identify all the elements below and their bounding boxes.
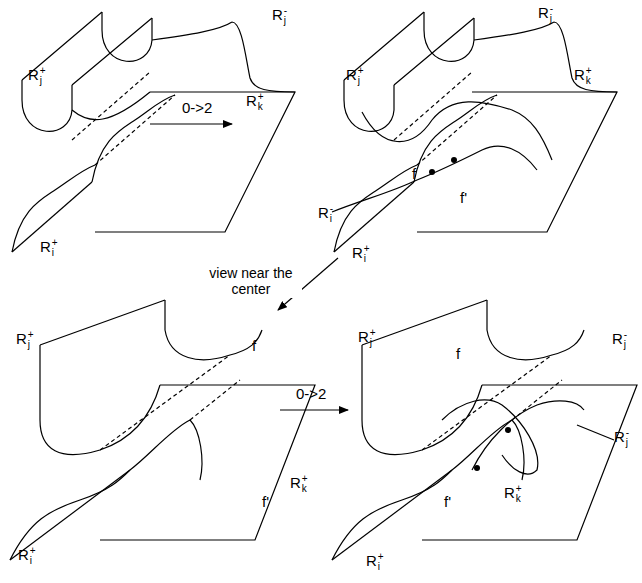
surface-label: R-j [612,330,627,350]
surface-label: R+i [352,244,370,264]
move-arrow [280,409,348,410]
move-label: 0->2 [296,386,326,401]
surface-label: R-j [272,6,287,26]
surface-label: R-i [318,204,333,224]
panel-top-left [12,12,295,252]
surface-label: R+k [290,474,308,494]
note-text: view near the center [200,264,302,298]
surface-label: R+j [28,66,46,86]
point-label: f [412,166,416,181]
surface-label: R+i [366,552,384,572]
point-label: f' [444,494,451,509]
surface-label: R+i [18,546,36,566]
move-arrow [150,123,232,124]
point-label: f' [460,190,467,205]
panel-top-right [332,12,617,252]
point-label: f [456,346,460,361]
surface-label: R+i [40,238,58,258]
point-label: f [252,338,256,353]
move-label: 0->2 [182,100,212,115]
surface-label: R+j [16,330,34,350]
surface-label: R+k [246,92,264,112]
surface-label: R+j [358,328,376,348]
surface-label: R+k [574,66,592,86]
panel-bottom-left [10,300,315,560]
surface-label: R+j [346,66,364,86]
surface-label: R-j [538,4,553,24]
surface-label: R+k [504,484,522,504]
panel-bottom-right [332,300,637,560]
surface-label: R-j [614,428,629,448]
point-label: f' [262,494,269,509]
